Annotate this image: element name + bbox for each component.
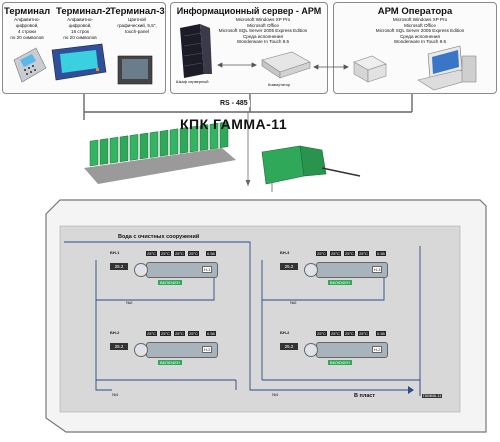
temp-cell: 25°C [188,251,199,256]
motor-icon [134,343,148,357]
network-switch-image [261,51,311,79]
pump-unit: БН-2 25.2 25°C 25°C 25°C 25°C 0.58 Н-2 В… [280,330,400,374]
temp-cell: 25°C [188,331,199,336]
server-rack-label: Шкаф серверный [176,79,209,84]
temp-cell: 25°C [330,251,341,256]
valve-label: №1 [112,392,119,397]
control-status: ВКЛЮЧЕН [158,360,182,365]
din-module [149,131,159,158]
pump-unit: БН-2 25.2 25°C 25°C 25°C 25°C 0.58 Н-2 В… [110,330,230,374]
din-module [109,136,119,164]
valve-label: №2 [126,300,133,305]
unit-name: БН-2 [110,330,120,335]
inlet-label: Вода с очистных сооружений [118,234,200,240]
temp-cell: 25°C [160,251,171,256]
pump-label: Н-3 [372,266,383,273]
rack-switch-link [217,62,257,68]
motor-icon [304,343,318,357]
pump-unit: БН-3 25.2 25°C 25°C 25°C 25°C 0.58 Н-3 В… [280,250,400,294]
temp-cell: 25°C [330,331,341,336]
din-module [219,121,229,149]
valve-label: №1 [272,392,279,397]
temp-cell: 25°C [358,331,369,336]
outlet-label: В пласт [354,393,376,399]
temp-cell: 25°C [146,331,157,336]
terminal-3-title: Терминал-3 [110,6,165,17]
din-module [209,122,219,150]
rs485-label: RS - 485 [218,100,250,107]
panel-terminal-image [51,43,107,81]
unit-name: БН-1 [110,250,120,255]
pump-unit: БН-1 25.2 25°C 25°C 25°C 25°C 0.58 Н-1 В… [110,250,230,294]
din-module [99,138,109,165]
product-title: КПК ГАММА-11 [180,116,288,132]
terminal-2-title: Терминал-2 [56,6,111,17]
handheld-terminal-image [13,47,47,83]
touch-panel-image [117,55,153,85]
pump-label: Н-1 [202,266,213,273]
motor-icon [134,263,148,277]
temp-cell: 25°C [316,251,327,256]
din-module [159,129,169,157]
unit-temp-readout: 25.2 [280,263,298,270]
pump-label: Н-2 [372,346,383,353]
temp-cell: 25°C [174,331,185,336]
control-status: ВКЛЮЧЕН [328,280,352,285]
server-rack-image [180,24,212,78]
server-operator-link [313,64,349,70]
operator-title: АРМ Оператора [377,6,453,17]
din-rail-modules-image [84,121,236,184]
unit-name: БН-3 [280,250,290,255]
din-module [189,125,199,153]
din-module [199,124,209,151]
unit-temp-readout: 25.2 [110,263,128,270]
temp-cell: 25°C [146,251,157,256]
din-module [179,127,189,154]
operator-pc-image [417,45,477,91]
footer-tag: ГАММА-11 [422,394,443,398]
pressure-cell: 0.58 [206,331,216,336]
pressure-cell: 0.58 [376,251,386,256]
pressure-cell: 0.58 [376,331,386,336]
din-module [139,132,149,160]
temp-cell: 25°C [344,331,355,336]
unit-temp-readout: 25.2 [110,343,128,350]
temp-cell: 25°C [160,331,171,336]
motor-icon [304,263,318,277]
pressure-cell: 0.58 [206,251,216,256]
din-module [169,128,179,156]
din-module [129,134,139,161]
din-module [89,139,99,167]
unit-name: БН-2 [280,330,290,335]
valve-label: №2 [290,300,297,305]
din-module [119,135,129,163]
temp-cell: 25°C [358,251,369,256]
outlet-arrow [408,386,414,394]
printer-image [353,55,387,83]
temp-cell: 25°C [344,251,355,256]
control-status: ВКЛЮЧЕН [158,280,182,285]
temp-cell: 25°C [174,251,185,256]
pump-label: Н-2 [202,346,213,353]
server-title: Информационный сервер - АРМ [176,6,322,16]
control-status: ВКЛЮЧЕН [328,360,352,365]
unit-temp-readout: 25.2 [280,343,298,350]
scheme-panel [45,199,487,433]
temp-cell: 25°C [316,331,327,336]
terminal-1-title: Терминал [4,6,51,17]
switch-label: Коммутатор [268,82,291,87]
compact-controller-image [261,145,361,185]
